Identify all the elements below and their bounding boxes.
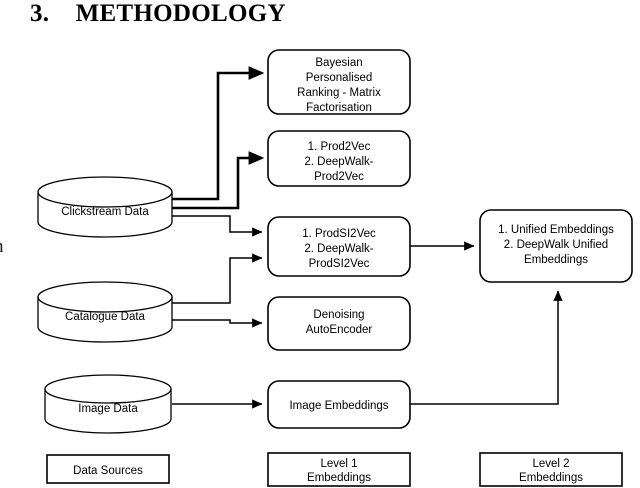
node-line: 2. DeepWalk- — [304, 156, 373, 168]
node-line: Factorisation — [306, 102, 372, 114]
node-line: Embeddings — [524, 254, 588, 266]
legend-level2-embeddings: Level 2 Embeddings — [479, 452, 623, 487]
node-bayesian-personalised-ranking[interactable]: Bayesian Personalised Ranking - Matrix F… — [267, 49, 411, 115]
data-source-clickstream[interactable]: Clickstream Data — [37, 176, 173, 238]
margin-text-fragment: h — [0, 236, 4, 258]
legend-line: Data Sources — [73, 465, 143, 477]
node-line: 2. DeepWalk- — [304, 243, 373, 255]
node-line: 1. Prod2Vec — [308, 141, 371, 153]
node-line: 2. DeepWalk Unified — [504, 239, 608, 251]
node-line: Denoising — [313, 309, 364, 321]
node-prodsi2vec[interactable]: 1. ProdSI2Vec 2. DeepWalk- ProdSI2Vec — [267, 216, 411, 277]
edge-clickstream-to-prod2vec — [172, 151, 265, 210]
section-title: METHODOLOGY — [75, 0, 286, 27]
section-number: 3. — [30, 0, 50, 27]
node-line: Ranking - Matrix — [297, 87, 381, 99]
edge-clickstream-to-bpr — [172, 66, 265, 201]
node-line: Prod2Vec — [314, 171, 364, 183]
node-image-embeddings[interactable]: Image Embeddings — [267, 380, 411, 429]
page-title: 3. METHODOLOGY — [30, 0, 286, 28]
node-unified-embeddings[interactable]: 1. Unified Embeddings 2. DeepWalk Unifie… — [479, 209, 633, 283]
data-source-image[interactable]: Image Data — [44, 374, 172, 434]
legend-line: Level 1 — [320, 458, 357, 470]
node-line: Image Embeddings — [289, 400, 388, 412]
edge-clickstream-to-prodsi2vec — [172, 215, 263, 237]
data-source-catalogue[interactable]: Catalogue Data — [37, 281, 173, 343]
data-source-label: Catalogue Data — [65, 311, 146, 323]
edge-catalogue-to-prodsi2vec — [172, 253, 263, 304]
data-source-label: Clickstream Data — [61, 206, 149, 218]
node-line: 1. ProdSI2Vec — [302, 228, 376, 240]
legend-line: Level 2 — [532, 458, 569, 470]
legend-data-sources: Data Sources — [46, 454, 170, 484]
node-line: Bayesian — [315, 57, 362, 69]
node-line: Personalised — [306, 72, 372, 84]
node-line: AutoEncoder — [306, 324, 373, 336]
legend-level1-embeddings: Level 1 Embeddings — [267, 452, 411, 487]
data-source-label: Image Data — [78, 403, 138, 415]
edge-catalogue-to-dae — [172, 318, 263, 328]
node-prod2vec[interactable]: 1. Prod2Vec 2. DeepWalk- Prod2Vec — [267, 130, 411, 187]
edge-image-embeddings-to-unified — [410, 290, 563, 405]
node-line: 1. Unified Embeddings — [498, 224, 614, 236]
legend-line: Embeddings — [519, 472, 583, 484]
node-line: ProdSI2Vec — [309, 258, 370, 270]
legend-line: Embeddings — [307, 472, 371, 484]
connector-layer — [172, 66, 563, 409]
node-denoising-autoencoder[interactable]: Denoising AutoEncoder — [267, 296, 411, 351]
